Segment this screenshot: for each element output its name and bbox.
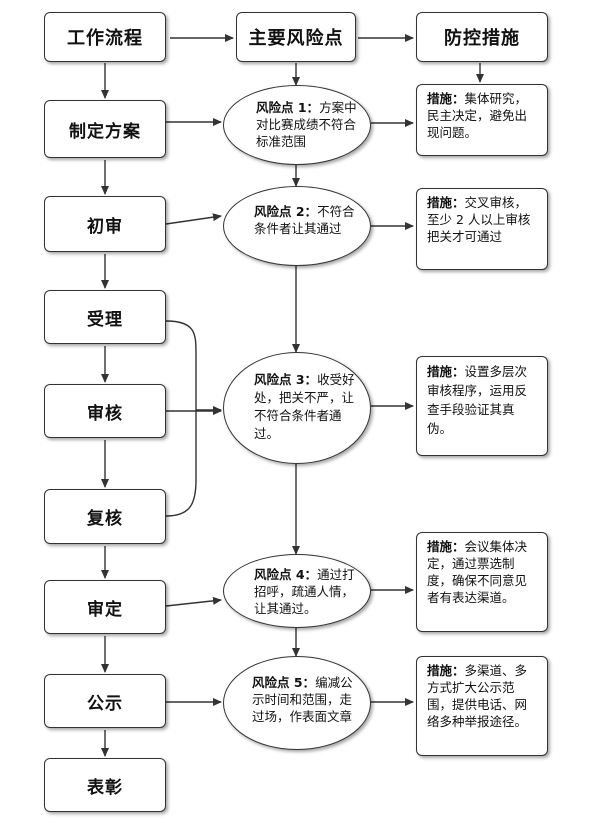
risk-point-5: 风险点 5：编减公示时间和范围，走过场，作表面文章 [223, 656, 371, 750]
measure-2: 措施：交叉审核，至少 2 人以上审核把关才可通过 [416, 188, 548, 270]
measure-5-label: 措施： [427, 663, 465, 678]
measure-1-label: 措施： [427, 91, 465, 106]
measure-4: 措施：会议集体决定，通过票选制度，确保不同意见者有表达渠道。 [416, 532, 548, 632]
measure-3: 措施：设置多层次审核程序，运用反查手段验证其真伪。 [416, 356, 548, 456]
measure-2-text: 交叉审核，至少 2 人以上审核把关才可通过 [427, 195, 531, 244]
risk-point-2-label: 风险点 2： [254, 204, 318, 219]
risk-point-5-text: 编减公示时间和范围，走过场，作表面文章 [252, 675, 353, 724]
step-preliminary-review: 初审 [44, 196, 166, 252]
step-commendation: 表彰 [44, 758, 166, 812]
measure-1: 措施：集体研究，民主决定，避免出现问题。 [416, 84, 548, 156]
measure-4-label: 措施： [427, 539, 465, 554]
risk-point-4-label: 风险点 4： [254, 567, 318, 582]
measure-3-text: 设置多层次审核程序，运用反查手段验证其真伪。 [427, 364, 528, 436]
step-final-approval: 审定 [44, 580, 166, 634]
risk-point-4-text: 通过打招呼，疏通人情，让其通过。 [254, 567, 355, 616]
step-formulate-plan: 制定方案 [44, 100, 166, 158]
risk-point-1-label: 风险点 1： [256, 100, 320, 115]
risk-point-4: 风险点 4：通过打招呼，疏通人情，让其通过。 [223, 554, 371, 628]
risk-point-5-label: 风险点 5： [252, 675, 316, 690]
measure-5: 措施：多渠道、多方式扩大公示范围，提供电话、网络多种举报途径。 [416, 656, 548, 756]
step-audit: 审核 [44, 384, 166, 438]
step-recheck: 复核 [44, 489, 166, 544]
arrow-step2-risk2 [165, 213, 222, 225]
risk-point-3: 风险点 3：收受好处，把关不严，让不符合条件者通过。 [223, 352, 371, 464]
risk-point-3-text: 收受好处，把关不严，让不符合条件者通过。 [254, 372, 355, 441]
risk-point-1-text: 方案中对比赛成绩不符合标准范围 [256, 100, 357, 149]
arrow-step6-risk4 [165, 596, 222, 607]
measure-2-label: 措施： [427, 195, 465, 210]
bracket-steps-3-5 [165, 320, 197, 517]
risk-point-2: 风险点 2：不符合条件者让其通过 [223, 186, 371, 266]
measure-1-text: 集体研究，民主决定，避免出现问题。 [427, 91, 528, 140]
risk-point-2-text: 不符合条件者让其通过 [254, 204, 355, 236]
measure-5-text: 多渠道、多方式扩大公示范围，提供电话、网络多种举报途径。 [427, 663, 528, 729]
risk-point-3-label: 风险点 3： [254, 372, 318, 387]
header-process: 工作流程 [44, 12, 166, 62]
step-accept: 受理 [44, 290, 166, 344]
measure-3-label: 措施： [427, 364, 465, 379]
measure-4-text: 会议集体决定，通过票选制度，确保不同意见者有表达渠道。 [427, 539, 528, 605]
risk-point-1: 风险点 1：方案中对比赛成绩不符合标准范围 [223, 85, 371, 165]
header-risk-points: 主要风险点 [236, 12, 356, 62]
step-publicity: 公示 [44, 674, 166, 728]
header-measures: 防控措施 [416, 12, 548, 62]
